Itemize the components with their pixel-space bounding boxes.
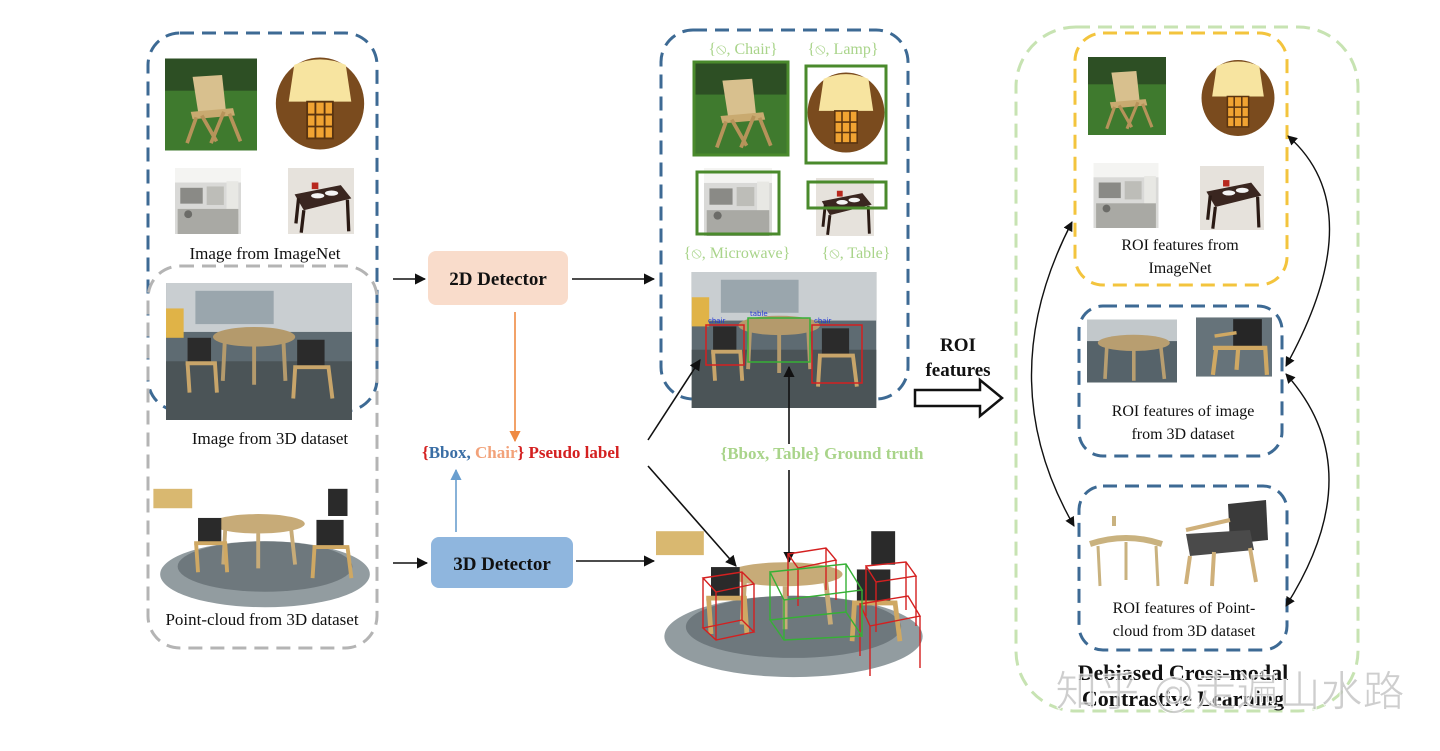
microwave-detection-label: {⦸, Microwave}	[684, 245, 791, 262]
image-roi-box	[1077, 304, 1284, 458]
3d-table-bbox	[768, 563, 864, 641]
3d-chair-bboxes	[701, 547, 922, 676]
roi-pointcloud-chair	[1184, 500, 1268, 587]
contrastive-learning-group-border	[1014, 25, 1360, 713]
imagenet-chair-image	[165, 57, 257, 152]
contrastive-title-line2: Contrastive Learning	[1082, 686, 1284, 711]
contrast-arrow-image-pointcloud	[1285, 373, 1330, 607]
microwave-bbox	[695, 170, 781, 236]
room-chair-bbox-1	[705, 324, 745, 366]
image-roi-caption-line2: from 3D dataset	[1131, 426, 1235, 443]
detected-room-image	[689, 272, 879, 408]
3d-dataset-group-border	[146, 264, 379, 650]
pointcloud-roi-caption-line1: ROI features of Point-	[1113, 600, 1256, 617]
roi-image-table	[1087, 318, 1177, 384]
point-cloud-caption: Point-cloud from 3D dataset	[165, 610, 358, 629]
roi-pointcloud-table	[1089, 516, 1163, 587]
3d-dataset-room-image	[164, 283, 354, 420]
contrastive-title-line1: Debiased Cross-modal	[1078, 660, 1288, 685]
image-roi-caption-line1: ROI features of image	[1112, 403, 1255, 420]
detected-microwave-image	[704, 168, 772, 236]
room-chair-bbox-2	[811, 324, 863, 384]
lamp-detection-label: {⦸, Lamp}	[807, 41, 878, 58]
roi-imagenet-lamp	[1200, 59, 1276, 137]
roi-features-arrow	[913, 377, 1004, 419]
ground-truth-label: {Bbox, Table} Ground truth	[721, 444, 925, 463]
2d-detector-label: 2D Detector	[449, 269, 547, 290]
lamp-bbox	[804, 64, 888, 165]
imagenet-caption: Image from ImageNet	[189, 244, 340, 263]
roi-imagenet-microwave	[1093, 163, 1159, 228]
imagenet-roi-caption-line1: ROI features from	[1121, 237, 1239, 254]
imagenet-table-image	[288, 168, 354, 234]
roi-arrow-label-line2: features	[925, 360, 990, 381]
pseudo-label-text: {Bbox, Chair} Pseudo label	[422, 443, 620, 462]
imagenet-lamp-image	[274, 56, 366, 151]
2d-detector-box	[428, 251, 568, 305]
watermark-text: 知乎 @走遍山水路	[1055, 667, 1404, 716]
contrast-arrow-imagenet-pointcloud	[1030, 221, 1075, 527]
table-bbox	[806, 180, 888, 210]
table-detection-label: {⦸, Table}	[822, 245, 891, 262]
3d-dataset-image-caption: Image from 3D dataset	[192, 429, 349, 448]
detected-lamp-image	[806, 71, 886, 154]
roi-imagenet-chair	[1088, 55, 1166, 137]
imagenet-microwave-image	[175, 168, 241, 234]
chair-bbox	[692, 60, 790, 157]
point-cloud-image	[151, 486, 372, 610]
arrow-pseudo-to-2d-chair	[647, 359, 701, 441]
pointcloud-roi-caption-line2: cloud from 3D dataset	[1113, 623, 1256, 640]
roi-image-chair	[1196, 317, 1272, 376]
arrow-pseudo-to-3d-chair	[647, 465, 737, 567]
room-table-bbox	[747, 317, 811, 363]
detected-chair-image	[694, 62, 788, 155]
imagenet-roi-caption-line2: ImageNet	[1148, 260, 1212, 277]
room-chair-tag-1: chair	[708, 317, 726, 325]
3d-detector-label: 3D Detector	[453, 554, 551, 575]
roi-arrow-label-line1: ROI	[940, 335, 976, 356]
room-table-tag: table	[750, 310, 768, 318]
room-chair-tag-2: chair	[814, 317, 832, 325]
roi-imagenet-table	[1200, 166, 1264, 230]
detections-group-border	[659, 28, 910, 401]
chair-detection-label: {⦸, Chair}	[708, 41, 777, 58]
3d-detector-box	[431, 537, 573, 588]
contrast-arrow-imagenet-image	[1285, 135, 1331, 367]
